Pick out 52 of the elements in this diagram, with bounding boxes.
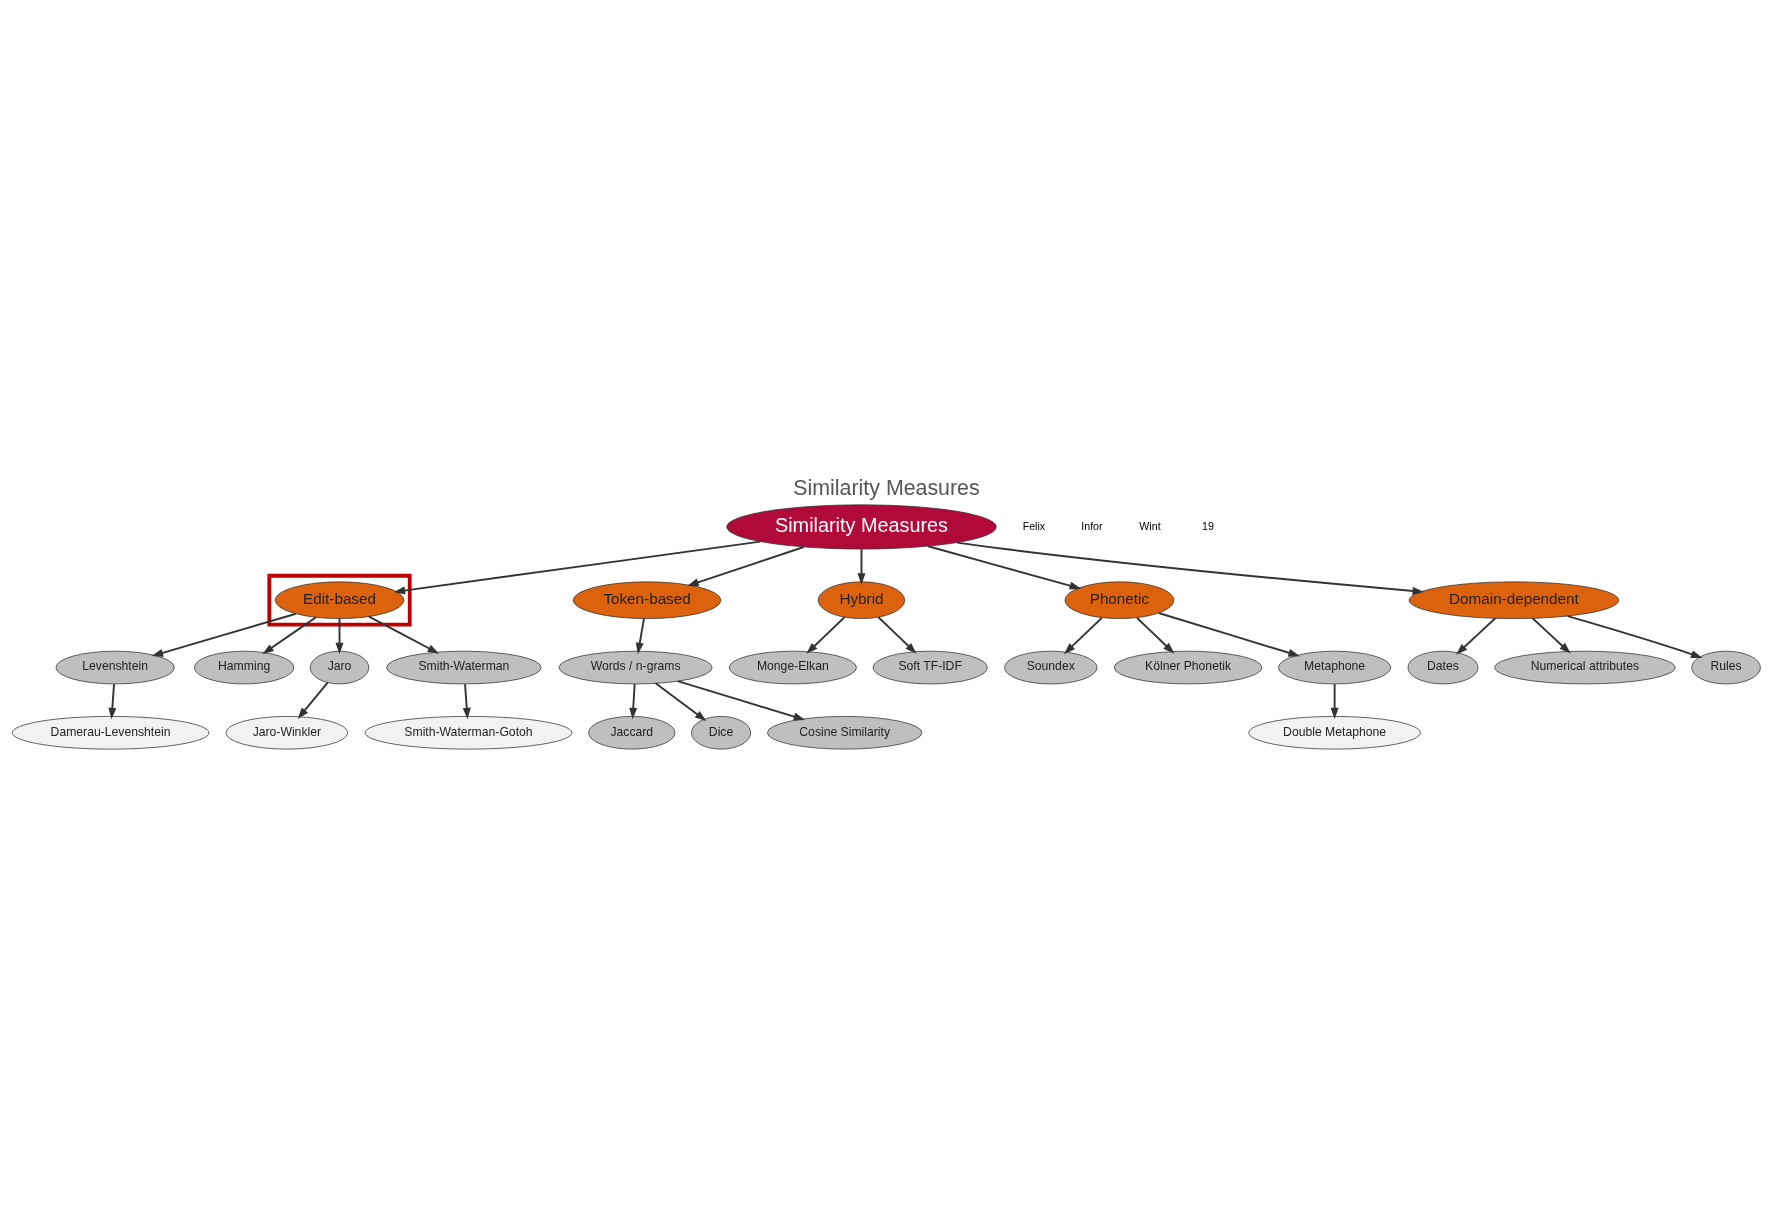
node-ellipse: Damerau-Levenshtein — [11, 716, 210, 750]
arrow — [927, 545, 1082, 590]
node-ellipse: Numerical attributes — [1494, 650, 1676, 685]
arrow — [1566, 615, 1703, 658]
node-ellipse: Dice — [691, 716, 752, 750]
arrow — [297, 681, 329, 720]
node-ellipse: Domain-dependent — [1408, 581, 1620, 619]
arrow — [108, 683, 117, 720]
arrow — [877, 616, 917, 654]
arrow — [1531, 617, 1571, 654]
label: Wint — [1139, 519, 1161, 532]
node-ellipse: Monge-Elkan — [728, 650, 857, 685]
node-ellipse: Soft TF-IDF — [872, 650, 988, 685]
arrow — [1456, 617, 1497, 655]
arrow — [368, 615, 440, 654]
arrow — [654, 682, 707, 722]
node-ellipse: Hybrid — [817, 581, 906, 619]
node-ellipse: Words / n-grams — [558, 650, 713, 685]
arrow — [1063, 617, 1103, 655]
node-ellipse: Token-based — [572, 581, 722, 619]
diagram-title: Similarity Measures — [793, 476, 980, 501]
arrow — [1330, 683, 1339, 720]
label: 19 — [1202, 519, 1214, 532]
node-ellipse: Smith-Waterman — [386, 650, 542, 685]
node-ellipse: Smith-Waterman-Gotoh — [364, 716, 573, 750]
node-ellipse: Cosine Similarity — [767, 716, 923, 750]
cluster — [267, 573, 412, 627]
arrow — [635, 617, 645, 655]
arrow — [335, 617, 344, 655]
node-ellipse: Kölner Phonetik — [1113, 650, 1263, 685]
arrow — [687, 546, 805, 587]
arrow — [393, 540, 762, 595]
node-ellipse: Double Metaphone — [1248, 716, 1421, 750]
label: Felix — [1022, 519, 1046, 532]
arrow — [676, 680, 806, 721]
node-ellipse: Jaccard — [588, 716, 676, 750]
arrow — [857, 548, 866, 585]
node-ellipse: Hamming — [194, 650, 295, 685]
arrow — [151, 612, 297, 657]
node-ellipse: Similarity Measures — [726, 504, 997, 550]
arrow — [956, 541, 1425, 595]
arrow — [629, 683, 638, 720]
arrow — [462, 683, 471, 720]
arrow — [1136, 617, 1175, 654]
node-ellipse: Jaro — [309, 650, 370, 685]
node-ellipse: Jaro-Winkler — [225, 716, 349, 750]
label: Infor — [1081, 519, 1103, 532]
arrow — [806, 616, 846, 654]
node-ellipse: Dates — [1407, 650, 1479, 685]
node-ellipse: Soundex — [1004, 650, 1098, 685]
arrow — [1157, 612, 1300, 657]
arrow — [262, 616, 317, 655]
